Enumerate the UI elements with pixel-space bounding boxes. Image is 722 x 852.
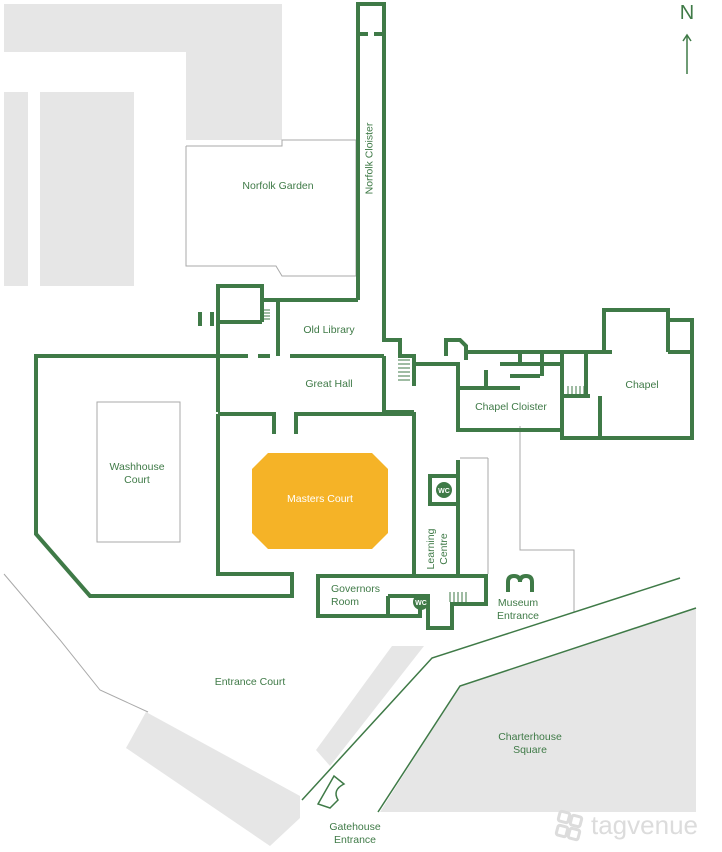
entrance-court-path [3,573,149,713]
compass-north-label: N [679,2,695,24]
stairs-old-library [260,309,270,320]
stairs-chapel-cloister [567,386,585,394]
square-inner-line [377,607,697,813]
wc-label: WC [438,488,450,495]
gatehouse-arch [316,774,346,809]
entrance-court-strip-lower [126,712,300,846]
entrance-court-strip-upper [316,646,424,766]
wc-badge-learning: WC [436,482,452,498]
old-library-wall [382,300,416,386]
left-grey-strip [4,92,28,286]
norfolk-garden-outline [185,139,357,277]
stairs [260,309,585,602]
stairs-governors [449,592,467,602]
wc-badge-governors: WC [413,594,429,610]
north-arrow [682,33,692,74]
chapel-cloister-wall [414,362,600,440]
washhouse-court-wall [34,354,294,598]
thin-outlines [3,139,575,713]
chapel-approach-line [519,426,575,612]
wc-label: WC [415,600,427,607]
charterhouse-square-block [380,608,696,812]
norfolk-cloister-wall [356,2,386,300]
masters-court-highlight[interactable] [252,453,388,549]
left-grey-block [40,92,134,286]
watermark: tagvenue [553,808,698,842]
street-lines [301,577,697,813]
watermark-text: tagvenue [591,809,698,840]
washhouse-inner-court [96,401,181,543]
chapel-wall [600,308,694,440]
square-outer-line [301,577,681,801]
stairs-great-hall [398,359,410,381]
tagvenue-logo-icon [554,809,584,842]
museum-entrance-arch [506,573,534,592]
top-grey-block [4,4,282,140]
building-walls [34,2,694,630]
background-blocks [4,4,696,846]
